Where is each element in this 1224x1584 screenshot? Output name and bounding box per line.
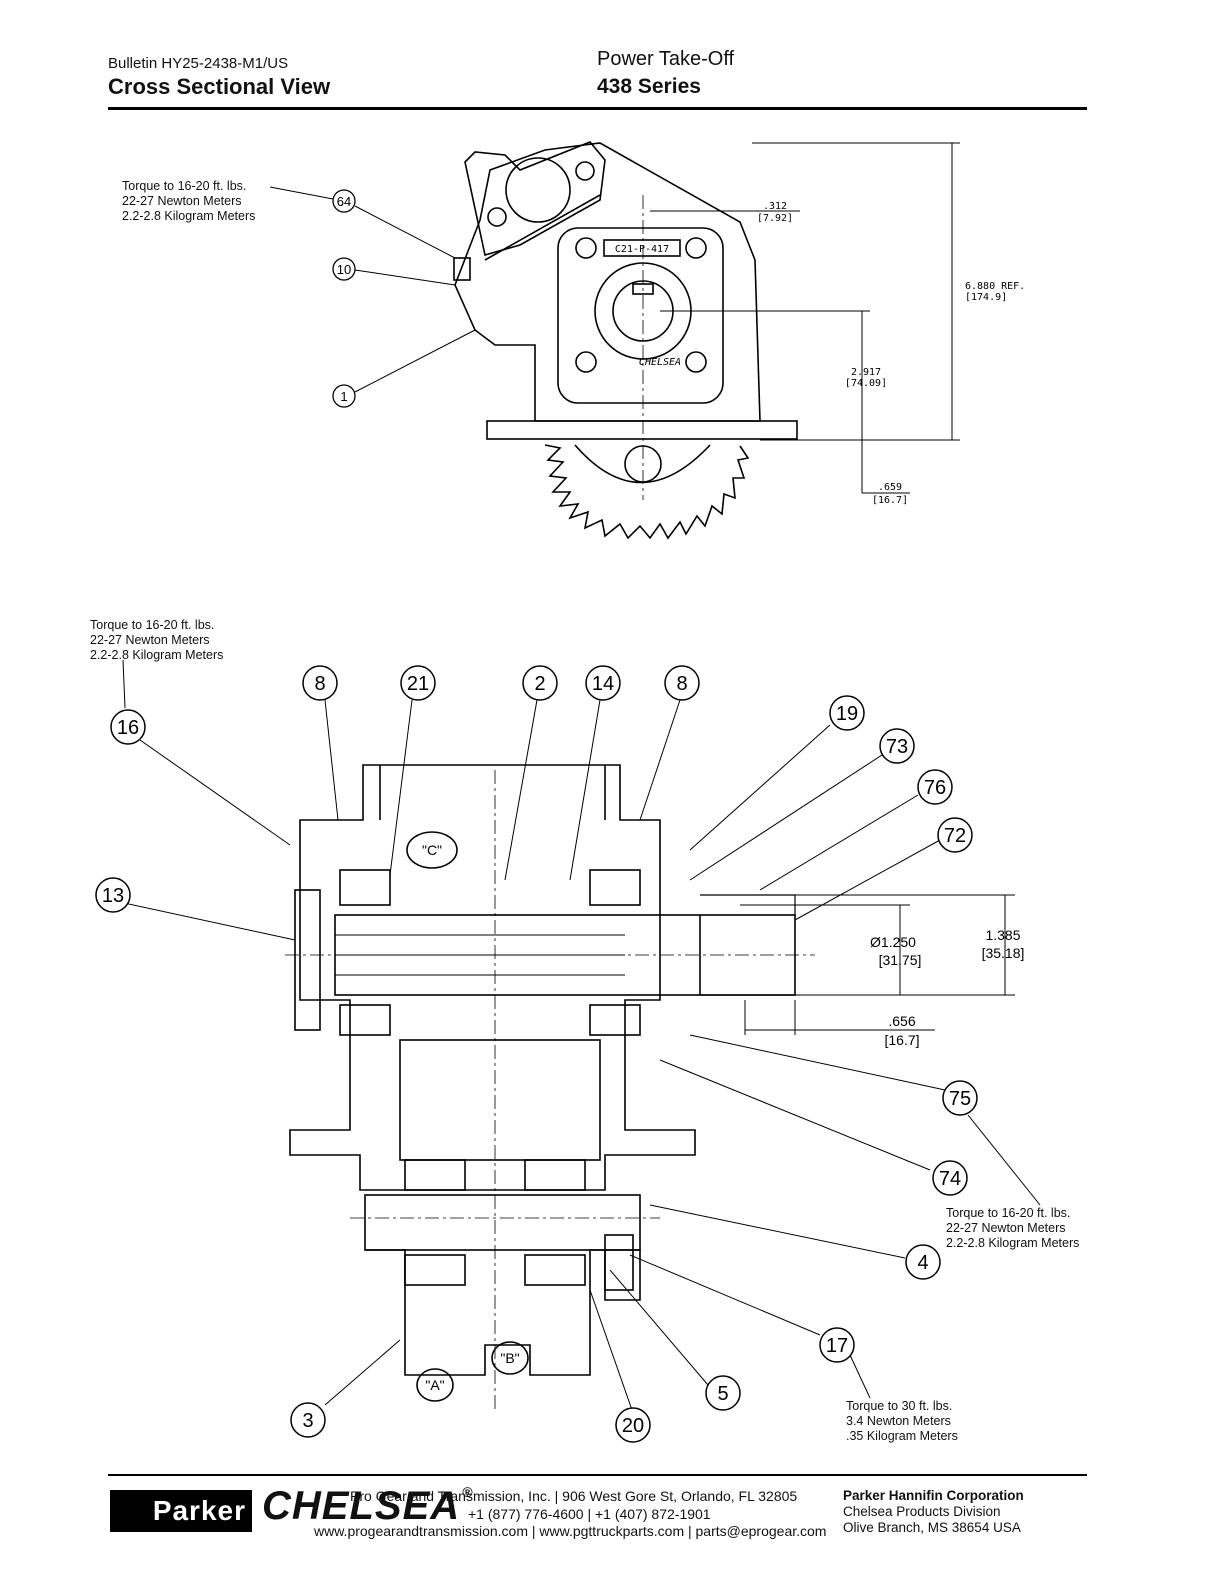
section-view-drawing: [109, 659, 1041, 1411]
gear-label-c: "C": [422, 842, 442, 858]
cluster-gear: [399, 1039, 601, 1161]
footer-rule: [108, 1474, 1087, 1476]
mounting-flange: [486, 420, 798, 440]
dim-6880-metric: [174.9]: [965, 292, 1007, 303]
callout-3: 3: [302, 1410, 313, 1432]
callout-4: 4: [917, 1252, 928, 1274]
dim-6880: 6.880 REF.: [965, 281, 1025, 292]
callout-17: 17: [826, 1335, 848, 1357]
product-series: 438 Series: [597, 75, 701, 98]
callout-2: 2: [534, 673, 545, 695]
section-torque-note-right: Torque to 16-20 ft. lbs. 22-27 Newton Me…: [946, 1206, 1080, 1250]
dim-dia-1250-metric: [31.75]: [879, 952, 922, 968]
company-block: Parker Hannifin Corporation Chelsea Prod…: [843, 1488, 1024, 1536]
callout-20: 20: [622, 1415, 644, 1437]
dim-656-metric: [16.7]: [884, 1032, 919, 1048]
dim-659-metric: [16.7]: [872, 495, 908, 506]
company-name: Parker Hannifin Corporation: [843, 1488, 1024, 1503]
gear-label-a: "A": [425, 1377, 444, 1393]
callout-8-left: 8: [314, 673, 325, 695]
callout-circle-1: [332, 384, 356, 408]
output-flange: [557, 227, 724, 404]
callout-circle-10: [332, 257, 356, 281]
section-torque-note-left: Torque to 16-20 ft. lbs. 22-27 Newton Me…: [90, 618, 224, 662]
header-rule: [108, 107, 1087, 110]
callout-75: 75: [949, 1088, 971, 1110]
dim-1385: 1.385: [985, 927, 1020, 943]
footer-web: www.progearandtransmission.com | www.pgt…: [314, 1523, 827, 1539]
dim-312: .312: [763, 201, 787, 212]
dim-312-metric: [7.92]: [757, 213, 793, 224]
callout-circle-64: [332, 189, 356, 213]
shift-cylinder: [505, 157, 571, 223]
footer-phone: +1 (877) 776-4600 | +1 (407) 872-1901: [468, 1506, 711, 1522]
dim-656: .656: [888, 1013, 915, 1029]
nameplate-text: C21-P-417: [615, 244, 669, 255]
document-title: Cross Sectional View: [108, 74, 331, 99]
parker-logo: Parker: [110, 1490, 252, 1532]
callout-16: 16: [117, 717, 139, 739]
idler-gear-teeth: [544, 444, 750, 540]
callout-19: 19: [836, 703, 858, 725]
idler-shaft: [364, 1194, 641, 1251]
gear-label-b: "B": [500, 1350, 519, 1366]
company-address: Olive Branch, MS 38654 USA: [843, 1520, 1021, 1535]
dim-1385-metric: [35.18]: [982, 945, 1025, 961]
dim-659: .659: [878, 482, 902, 493]
brand-mark-text: CHELSEA: [639, 357, 681, 368]
bulletin-number: Bulletin HY25-2438-M1/US: [108, 55, 289, 72]
callout-10: 10: [337, 262, 351, 277]
top-torque-note: Torque to 16-20 ft. lbs. 22-27 Newton Me…: [122, 179, 256, 223]
callout-8-right: 8: [676, 673, 687, 695]
callout-72: 72: [944, 825, 966, 847]
callout-74: 74: [939, 1168, 961, 1190]
top-view-drawing: [269, 141, 960, 540]
callout-1: 1: [340, 389, 347, 404]
section-torque-note-bottom: Torque to 30 ft. lbs. 3.4 Newton Meters …: [846, 1399, 958, 1443]
product-name: Power Take-Off: [597, 48, 735, 70]
callout-5: 5: [717, 1383, 728, 1405]
lower-gear: [365, 1249, 641, 1376]
company-division: Chelsea Products Division: [843, 1504, 1001, 1519]
callout-14: 14: [592, 673, 614, 695]
callout-64: 64: [337, 194, 351, 209]
callout-73: 73: [886, 736, 908, 758]
callout-13: 13: [102, 885, 124, 907]
housing-outline: [454, 142, 761, 422]
dim-dia-1250: Ø1.250: [870, 934, 916, 950]
dim-2917: 2.917: [851, 367, 881, 378]
dim-2917-metric: [74.09]: [845, 378, 887, 389]
chelsea-logo: CHELSEA®: [262, 1484, 474, 1528]
footer-address: Pro Gear and Transmission, Inc. | 906 We…: [350, 1488, 798, 1504]
end-cover: [294, 889, 321, 1031]
callout-76: 76: [924, 777, 946, 799]
callout-21: 21: [407, 673, 429, 695]
housing-section: [289, 764, 696, 1191]
